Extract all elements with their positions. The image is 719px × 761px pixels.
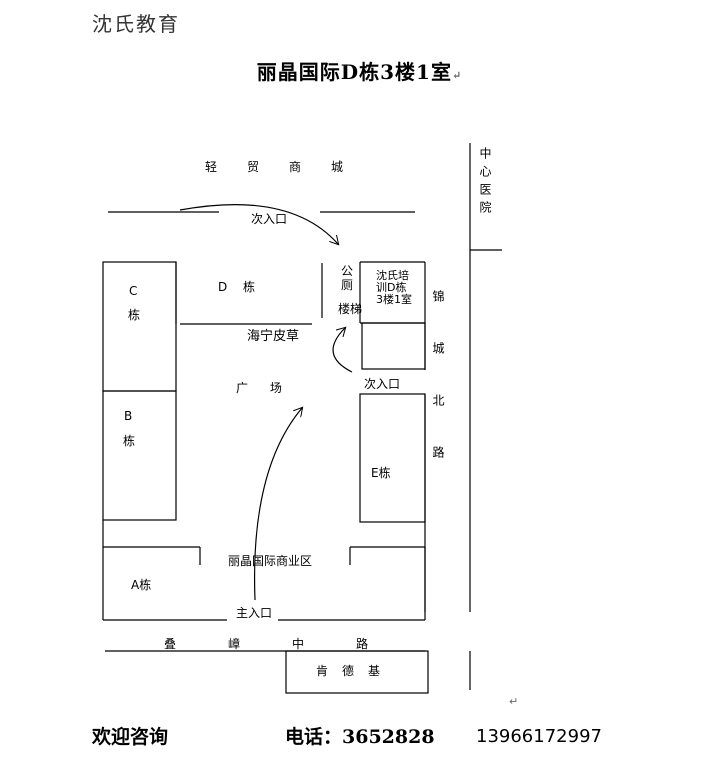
toilet-label: 公厕 — [341, 264, 354, 292]
haining-leather-label: 海宁皮草 — [247, 329, 300, 344]
mobile-number: 13966172997 — [476, 726, 602, 747]
arrow-secondary-top — [179, 204, 338, 244]
hospital-label: 中心医院 — [478, 147, 492, 219]
welcome-text: 欢迎咨询 — [92, 726, 169, 748]
building-b-outline — [102, 390, 177, 521]
small-block — [361, 322, 426, 370]
kfc-label: 肯德基 — [316, 664, 395, 678]
kfc-outline — [285, 650, 429, 694]
phone-label: 电话： — [285, 726, 343, 748]
address-title: 丽晶国际D栋3楼1室 — [256, 60, 452, 84]
return-mark-icon: ↵ — [509, 695, 519, 708]
building-c-label-top: C — [129, 284, 138, 298]
phone-block: 电话：3652828 — [285, 722, 435, 749]
jincheng-road-label: 锦城北路 — [431, 290, 445, 498]
arrow-main-entrance — [253, 408, 302, 601]
entrance-secondary-top-label: 次入口 — [251, 212, 288, 226]
business-district-label: 丽晶国际商业区 — [228, 554, 313, 568]
building-e-label: E栋 — [371, 466, 391, 480]
training-room-label: 沈氏培训D栋3楼1室 — [376, 269, 412, 306]
arrow-secondary-right — [332, 328, 353, 373]
bottom-road-label: 叠嶂中路 — [164, 637, 421, 651]
return-mark-icon: ↵ — [451, 69, 463, 82]
entrance-secondary-right-label: 次入口 — [364, 377, 401, 391]
building-c-label-bottom: 栋 — [128, 308, 141, 322]
building-e-outline — [359, 393, 426, 523]
brand-name: 沈氏教育 — [92, 12, 180, 36]
page-title: 丽晶国际D栋3楼1室↵ — [0, 56, 719, 85]
main-entrance-label: 主入口 — [236, 606, 273, 620]
building-b-label-bottom: 栋 — [123, 434, 136, 448]
building-b-label-top: B — [124, 409, 133, 423]
stairs-label: 楼梯 — [338, 302, 363, 316]
plaza-label: 广 场 — [236, 381, 282, 395]
mall-label: 轻贸商城 — [205, 160, 374, 174]
building-c-outline — [102, 261, 177, 392]
phone-number: 3652828 — [342, 726, 435, 748]
building-d-label: D 栋 — [218, 280, 256, 294]
building-a-label: A栋 — [131, 578, 152, 592]
